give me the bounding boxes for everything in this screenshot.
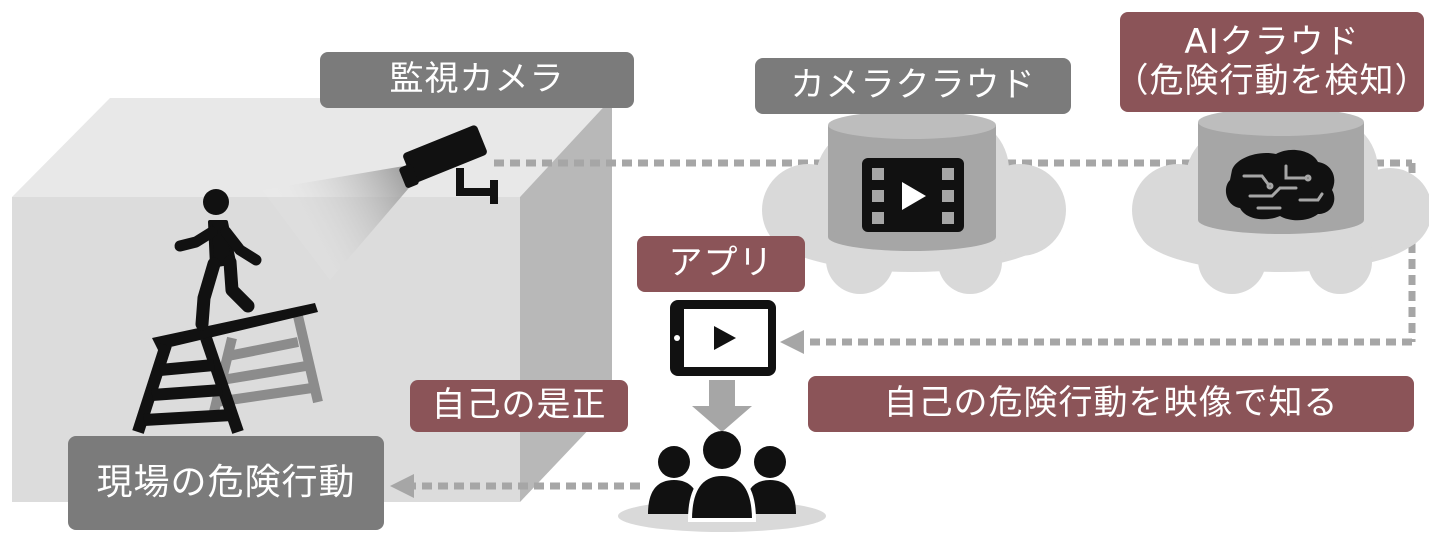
camera-cloud [762, 111, 1066, 294]
left-arrow-icon [780, 330, 804, 354]
ai-cloud-label-line2: （危険行動を検知） [1114, 61, 1429, 101]
people-group-icon [618, 431, 826, 532]
film-play-icon [862, 158, 964, 232]
app-label: アプリ [637, 236, 805, 292]
ai-cloud [1132, 108, 1429, 294]
person-walking-icon [174, 189, 262, 331]
left-arrow-icon [390, 474, 414, 498]
stepladder-icon [132, 303, 323, 434]
know-by-video-label: 自己の危険行動を映像で知る [808, 376, 1414, 432]
brain-circuit-icon [1225, 149, 1335, 221]
security-camera-icon [399, 125, 498, 204]
down-arrow-icon [692, 380, 752, 432]
camera-label: 監視カメラ [320, 52, 634, 108]
onsite-risk-label: 現場の危険行動 [68, 436, 384, 530]
self-correction-label: 自己の是正 [410, 380, 628, 432]
camera-cloud-label: カメラクラウド [755, 58, 1071, 114]
camera-beam [262, 165, 414, 280]
ai-cloud-label-line1: AIクラウド [1184, 21, 1360, 62]
ai-cloud-label: AIクラウド （危険行動を検知） [1115, 12, 1429, 112]
connector-lines [410, 159, 1416, 490]
tablet-play-icon [670, 300, 776, 376]
